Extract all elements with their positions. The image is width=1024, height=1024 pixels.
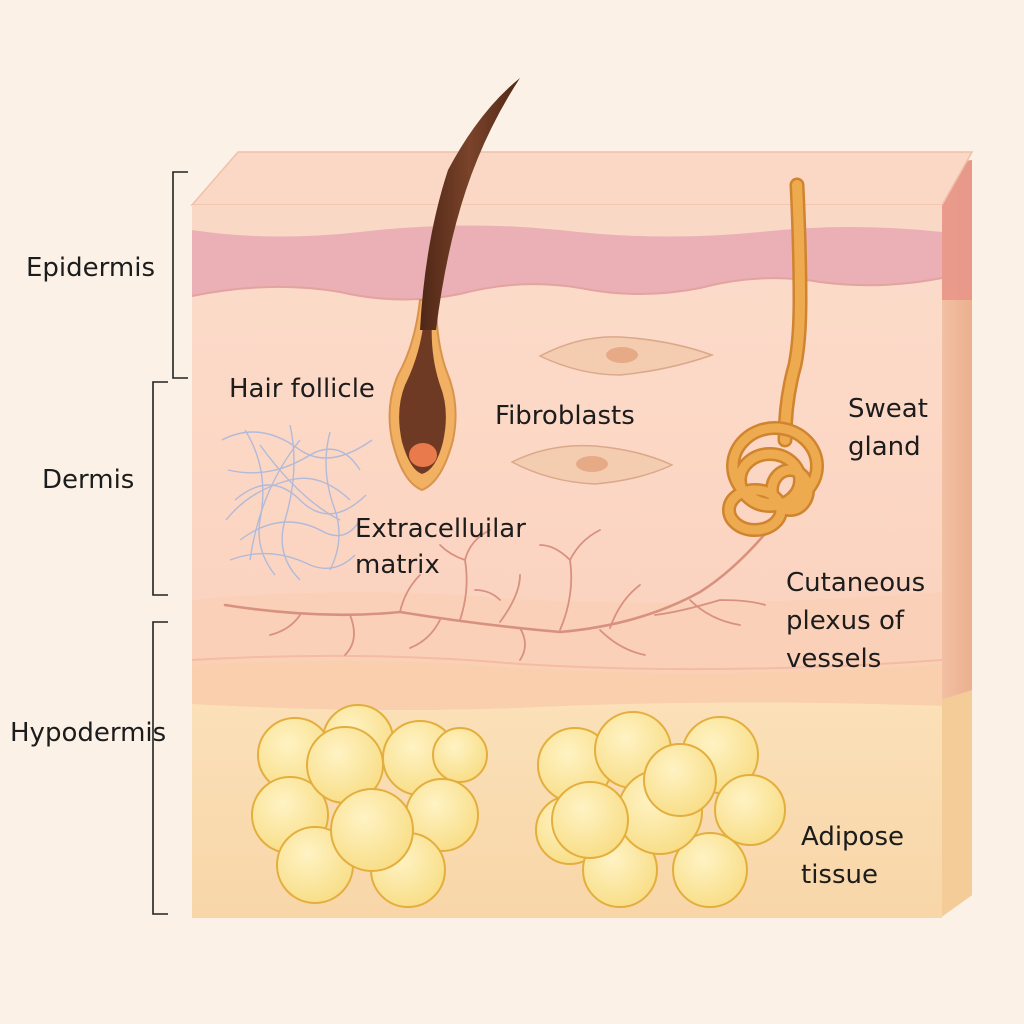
adipose-cluster-right xyxy=(535,711,786,908)
epidermis-bracket xyxy=(172,171,188,379)
label-adipose-line2: tissue xyxy=(801,860,878,890)
label-epidermis: Epidermis xyxy=(26,253,155,283)
hair-follicle xyxy=(388,78,520,492)
epidermis-surface xyxy=(192,205,942,237)
label-sweat-gland-line2: gland xyxy=(848,432,921,462)
label-ecm-line1: Extracelluilar xyxy=(355,514,526,544)
label-sweat-gland-line1: Sweat xyxy=(848,394,928,424)
label-ecm-line2: matrix xyxy=(355,550,440,580)
label-fibroblasts: Fibroblasts xyxy=(495,401,635,431)
dermis-hypodermis-transition xyxy=(192,660,942,711)
cutaneous-vessel-plexus xyxy=(223,526,772,661)
dermis-bracket xyxy=(152,381,168,596)
fibroblast-cells xyxy=(510,336,715,485)
side-hypodermis xyxy=(940,690,972,918)
label-adipose-line1: Adipose xyxy=(801,822,905,852)
adipose-cluster-left xyxy=(251,704,488,908)
block-top-face xyxy=(190,151,974,206)
label-hair-follicle: Hair follicle xyxy=(229,374,375,404)
dermis-boundary xyxy=(191,654,943,671)
sweat-gland xyxy=(722,177,824,537)
hypodermis-bracket xyxy=(152,621,168,915)
extracellular-matrix-fibers xyxy=(221,424,373,581)
hair-shaft xyxy=(420,78,520,330)
label-plexus-line3: vessels xyxy=(786,644,882,674)
label-plexus-line2: plexus of xyxy=(786,606,905,636)
label-dermis: Dermis xyxy=(42,465,135,495)
layer-brackets xyxy=(152,171,188,915)
label-hypodermis: Hypodermis xyxy=(10,718,167,748)
epidermis-boundary xyxy=(191,277,943,301)
epidermis-pink-band xyxy=(192,225,942,300)
label-plexus-line1: Cutaneous xyxy=(786,568,926,598)
